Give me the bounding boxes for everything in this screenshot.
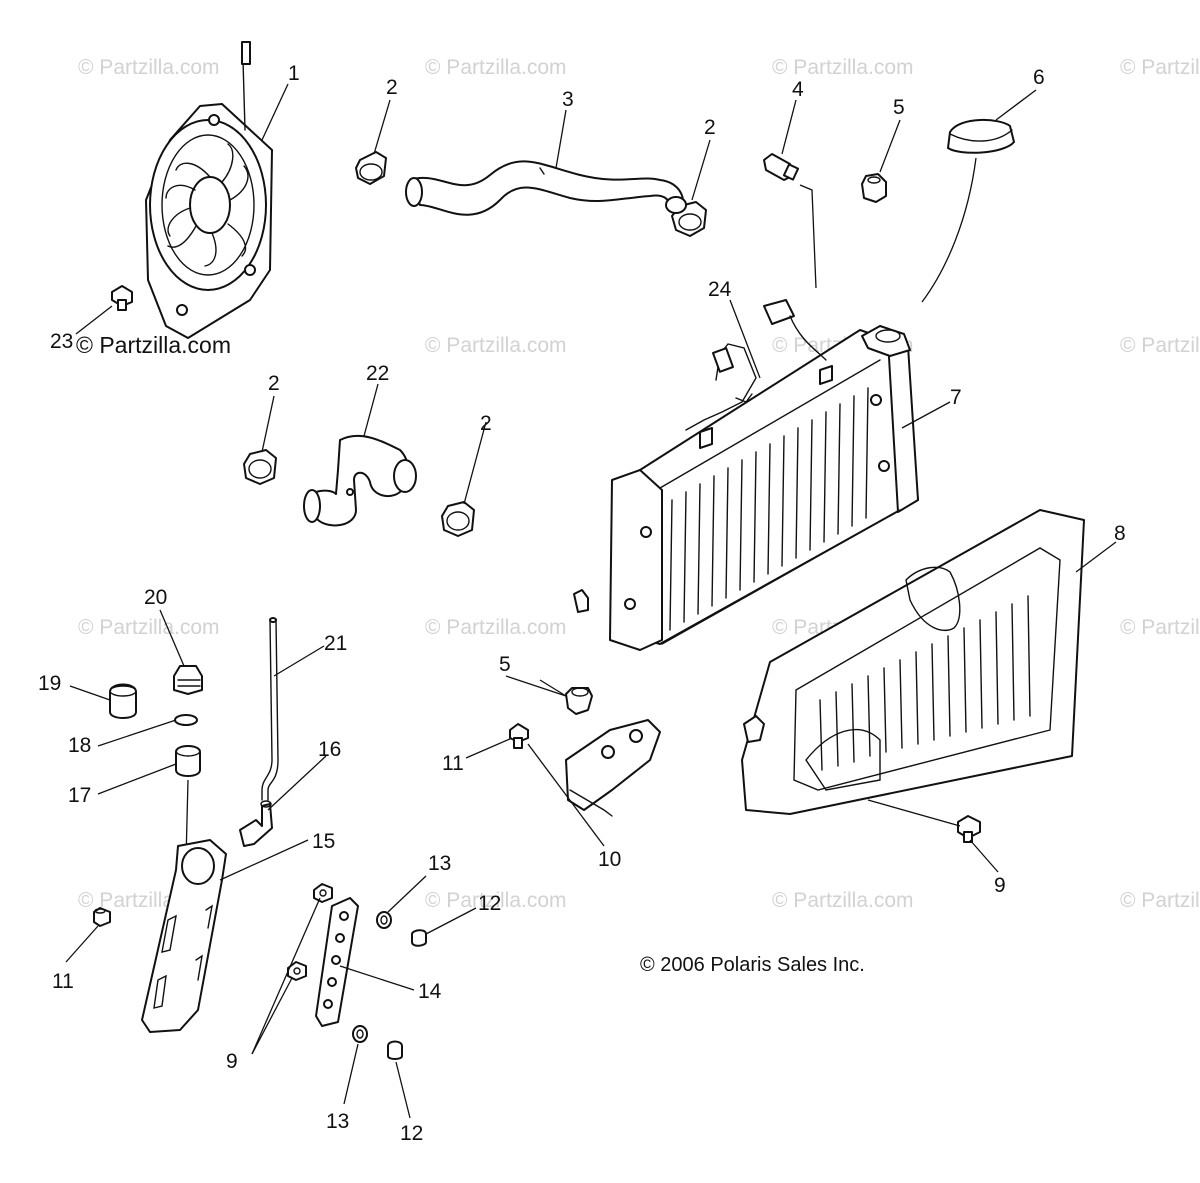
callout-label: 13	[428, 852, 451, 875]
callout-label: 15	[312, 830, 335, 853]
bushing	[411, 929, 427, 947]
watermark: © Partzilla.com	[1120, 616, 1200, 639]
radiator-cap	[921, 118, 1015, 303]
cooling-fan	[145, 41, 273, 339]
callout-label: 17	[68, 784, 91, 807]
watermark: © Partzilla.com	[425, 334, 567, 357]
bushing	[387, 1040, 403, 1060]
watermark: © Partzilla.com	[1120, 889, 1200, 912]
callout-label: 5	[893, 96, 905, 119]
hose-clamp	[441, 501, 475, 537]
screw	[509, 723, 529, 749]
callout-label: 3	[562, 88, 574, 111]
plug	[109, 683, 137, 719]
hose-clamp	[355, 151, 387, 185]
callouts: 1 2 3 2 4 5 6 23 24 2 22 2 7 8 20 21 19 …	[38, 62, 1126, 1145]
callout-label: 21	[324, 632, 347, 655]
callout-label: 14	[418, 980, 442, 1003]
mounting-bracket	[315, 897, 359, 1027]
watermark: © Partzilla.com	[425, 616, 567, 639]
watermark: © Partzilla.com	[78, 56, 220, 79]
watermark: © Partzilla.com	[1120, 56, 1200, 79]
callout-label: 11	[52, 970, 74, 993]
grommet	[861, 173, 887, 203]
callout-label: 9	[226, 1050, 238, 1073]
callout-label: 24	[708, 278, 732, 301]
watermark: © Partzilla.com	[78, 616, 220, 639]
washer	[352, 1025, 368, 1043]
watermark: © Partzilla.com	[772, 889, 914, 912]
callout-label: 12	[400, 1122, 423, 1145]
callout-label: 23	[50, 330, 73, 353]
callout-label: 8	[1114, 522, 1126, 545]
callout-label: 1	[288, 62, 300, 85]
watermark: © Partzilla.com	[1120, 334, 1200, 357]
callout-label: 20	[144, 586, 167, 609]
radiator	[573, 299, 919, 651]
callout-label: 22	[366, 362, 389, 385]
leader-lines	[65, 83, 1117, 1119]
copyright-notice: © 2006 Polaris Sales Inc.	[640, 954, 865, 976]
callout-label: 2	[386, 76, 398, 99]
callout-label: 2	[704, 116, 716, 139]
callout-label: 12	[478, 892, 501, 915]
temperature-sensor	[763, 153, 817, 289]
fan-mounting-bolt	[111, 285, 133, 311]
overflow-tube	[261, 617, 279, 801]
callout-label: 2	[268, 372, 280, 395]
hose-clamp	[243, 449, 277, 485]
nut	[313, 883, 333, 903]
radiator-shroud	[741, 509, 1085, 815]
lower-radiator-hose	[303, 434, 417, 527]
grommet	[565, 687, 593, 715]
callout-label: 11	[442, 752, 464, 775]
watermark: © Partzilla.com	[772, 56, 914, 79]
callout-label: 4	[792, 78, 804, 101]
watermark: © Partzilla.com	[425, 56, 567, 79]
nut	[287, 961, 307, 981]
watermark: © Partzilla.com	[425, 889, 567, 912]
washer	[376, 911, 392, 929]
radiator-bracket	[565, 719, 661, 817]
bolt	[957, 815, 981, 843]
callout-label: 5	[499, 653, 511, 676]
callout-label: 9	[994, 874, 1006, 897]
callout-label: 6	[1033, 66, 1045, 89]
o-ring	[174, 714, 198, 726]
callout-label: 19	[38, 672, 61, 695]
screw	[93, 907, 111, 927]
coolant-reservoir	[141, 839, 227, 1033]
callout-label: 7	[950, 386, 962, 409]
upper-radiator-hose	[405, 160, 687, 216]
callout-label: 18	[68, 734, 91, 757]
callout-label: 2	[480, 412, 492, 435]
callout-label: 13	[326, 1110, 349, 1133]
reservoir-cap	[173, 665, 203, 695]
callout-label: 16	[318, 738, 341, 761]
elbow-fitting	[239, 800, 273, 847]
watermark-layer: © Partzilla.com © Partzilla.com © Partzi…	[76, 56, 1200, 912]
watermark-dark: © Partzilla.com	[76, 332, 231, 358]
callout-label: 10	[598, 848, 621, 871]
